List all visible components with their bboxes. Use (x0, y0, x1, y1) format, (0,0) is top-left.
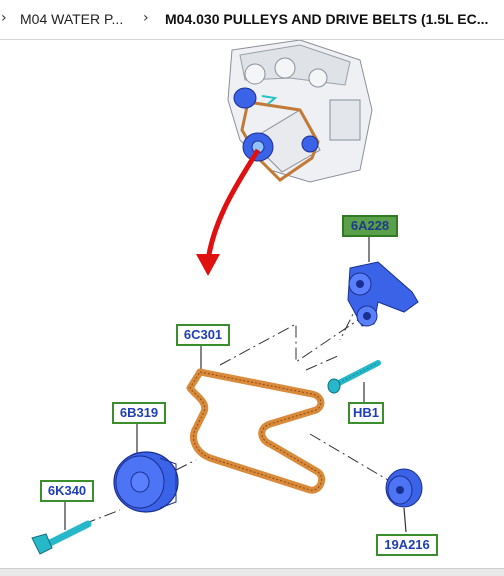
belt-tensioner-6A228 (347, 261, 419, 327)
part-label-6C301[interactable]: 6C301 (176, 324, 230, 346)
part-label-6A228[interactable]: 6A228 (342, 215, 398, 237)
idler-pulley-19A216 (385, 468, 423, 508)
part-label-HB1[interactable]: HB1 (348, 402, 384, 424)
assembly-dash-lines (83, 299, 389, 525)
horizontal-scrollbar[interactable] (0, 568, 504, 576)
breadcrumb: › M04 WATER P... › M04.030 PULLEYS AND D… (0, 0, 504, 40)
bolt-HB1 (327, 360, 381, 394)
part-label-6K340[interactable]: 6K340 (40, 480, 94, 502)
diagram-canvas (31, 39, 423, 555)
bolt-6K340 (31, 520, 92, 555)
drive-belt-6C301 (186, 368, 326, 494)
crankshaft-pulley-6B319 (113, 451, 179, 513)
exploded-parts-diagram: 6A228 6C301 HB1 6B319 6K340 19A216 (0, 39, 504, 568)
part-label-19A216[interactable]: 19A216 (376, 534, 438, 556)
red-callout-arrow (196, 148, 261, 276)
engine-overview-illustration (227, 39, 373, 183)
part-label-6B319[interactable]: 6B319 (112, 402, 166, 424)
breadcrumb-item-water-pump[interactable]: M04 WATER P... (20, 11, 124, 27)
chevron-right-icon: › (1, 10, 7, 26)
breadcrumb-item-current: M04.030 PULLEYS AND DRIVE BELTS (1.5L EC… (165, 11, 489, 27)
chevron-right-icon: › (143, 10, 149, 26)
